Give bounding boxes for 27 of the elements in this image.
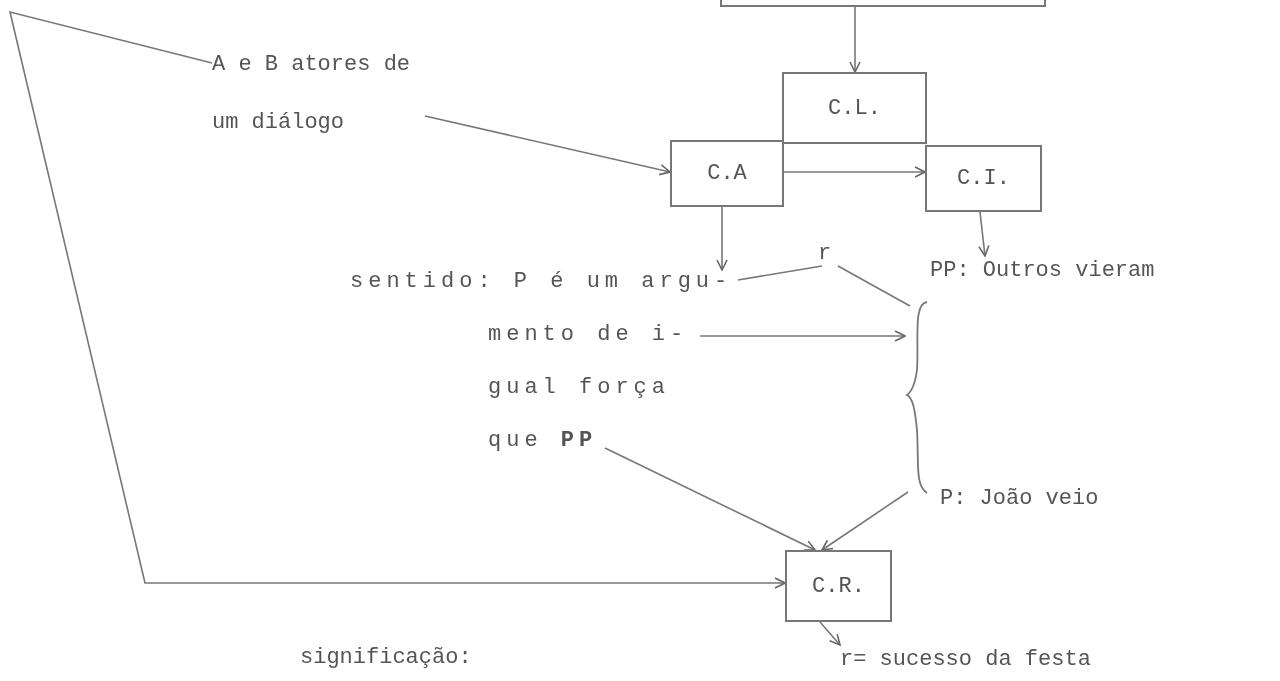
arrow	[783, 166, 926, 178]
process-box	[785, 550, 892, 622]
annotation-text: A e B atores de um diálogo	[212, 36, 427, 152]
arrow	[978, 211, 990, 257]
annotation-text: sentido: P é um argu- mento de i- gual força que PP	[350, 255, 742, 469]
connector-line	[737, 265, 823, 281]
arrow	[716, 206, 728, 271]
arrow	[604, 447, 816, 551]
connector-line	[837, 265, 911, 307]
box-label: C.R.	[812, 573, 865, 599]
annotation-text: PP: Outros vieram	[930, 256, 1170, 286]
annotation-text: P: João veio	[940, 484, 1110, 514]
arrow	[821, 491, 909, 551]
process-box	[782, 72, 927, 144]
process-box	[670, 140, 784, 207]
annotation-text: r	[818, 240, 838, 268]
arrow	[699, 330, 906, 342]
annotation-text: r= sucesso da festa	[840, 645, 1110, 675]
box-label: C.A	[707, 161, 747, 186]
arrow	[8, 10, 786, 589]
arrow	[849, 6, 861, 73]
arrow	[819, 621, 841, 646]
annotation-text: significação:	[300, 645, 472, 670]
process-box	[925, 145, 1042, 212]
box-label: C.I.	[957, 166, 1010, 191]
arrow	[424, 115, 671, 176]
box-label: C.L.	[828, 95, 881, 121]
